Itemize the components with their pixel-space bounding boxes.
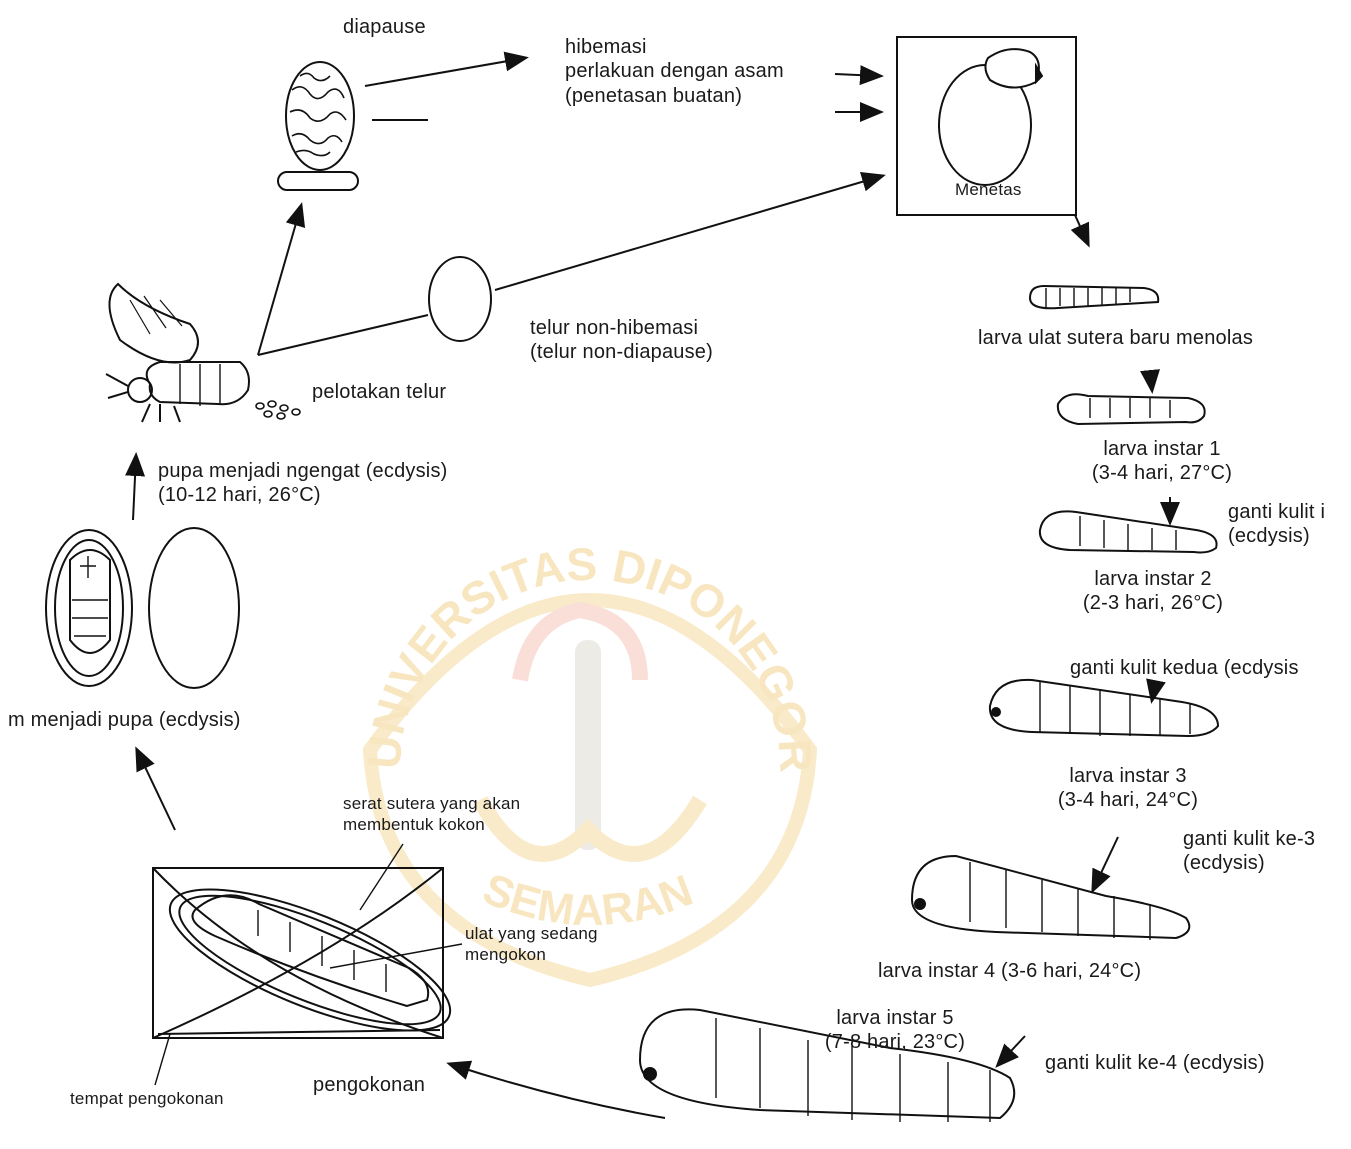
hatching-egg-icon <box>939 49 1042 185</box>
cocooning-label: pengokonan <box>313 1073 425 1097</box>
silk-fiber-label: serat sutera yang akan membentuk kokon <box>343 794 520 835</box>
molt-4-label: ganti kulit ke-4 (ecdysis) <box>1045 1051 1265 1075</box>
larva-instar-1-icon <box>1058 394 1205 424</box>
cocoon-icon <box>149 528 239 688</box>
newly-hatched-larva-icon <box>1030 286 1158 308</box>
instar-5-label: larva instar 5 (7-8 hari, 23°C) <box>805 1006 985 1055</box>
cocooning-place-label: tempat pengokonan <box>70 1089 224 1110</box>
larva-instar-3-icon <box>990 680 1218 736</box>
instar-2-label: larva instar 2 (2-3 hari, 26°C) <box>1063 567 1243 616</box>
pupa-to-moth-label: pupa menjadi ngengat (ecdysis) (10-12 ha… <box>158 459 448 508</box>
newly-hatched-larva-label: larva ulat sutera baru menolas <box>978 326 1253 350</box>
becomes-pupa-label: m menjadi pupa (ecdysis) <box>8 708 241 732</box>
molt-3-label: ganti kulit ke-3 (ecdysis) <box>1183 827 1315 876</box>
instar-4-label: larva instar 4 (3-6 hari, 24°C) <box>878 959 1141 983</box>
egg-laying-label: pelotakan telur <box>312 380 446 404</box>
cocooning-frame-icon <box>153 861 466 1059</box>
hibernation-label: hibemasi perlakuan dengan asam (penetasa… <box>565 35 784 108</box>
pupa-in-cocoon-icon <box>46 530 132 686</box>
diapause-label: diapause <box>343 15 426 39</box>
spinning-larva-label: ulat yang sedang mengokon <box>465 924 598 965</box>
hatching-label: Menetas <box>955 180 1022 201</box>
instar-1-label: larva instar 1 (3-4 hari, 27°C) <box>1082 437 1242 486</box>
egg-side-view-icon <box>278 172 358 190</box>
laid-eggs-icon <box>256 401 300 419</box>
diapause-egg-icon <box>286 62 354 170</box>
larva-instar-4-icon <box>912 856 1189 940</box>
larva-instar-2-icon <box>1040 511 1217 552</box>
non-diapause-egg-icon <box>429 257 491 341</box>
silk-moth-icon <box>106 284 249 422</box>
instar-3-label: larva instar 3 (3-4 hari, 24°C) <box>1038 764 1218 813</box>
molt-1-label: ganti kulit i (ecdysis) <box>1228 500 1325 549</box>
non-diapause-egg-label: telur non-hibemasi (telur non-diapause) <box>530 316 713 365</box>
molt-2-label: ganti kulit kedua (ecdysis <box>1070 656 1299 680</box>
